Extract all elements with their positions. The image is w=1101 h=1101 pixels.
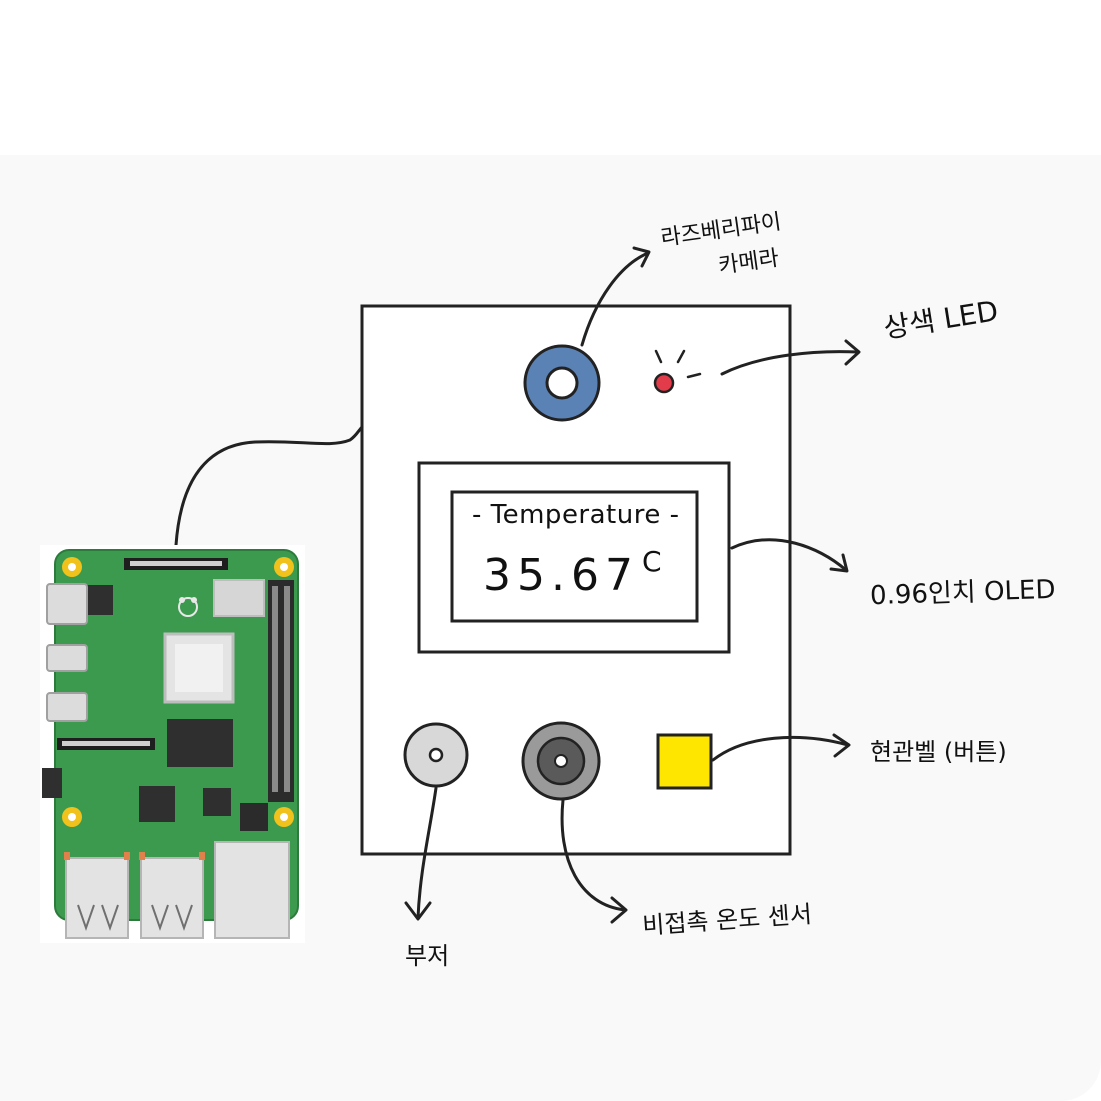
ribbon-cable [174, 425, 364, 547]
camera-icon [523, 344, 601, 422]
temp-sensor-icon [521, 721, 601, 801]
led-arrow [720, 350, 860, 376]
doorbell-button-icon [656, 733, 713, 790]
button-label: 현관벨 (버튼) [870, 738, 1007, 766]
temp-sensor-arrowhead [610, 896, 628, 924]
oled-temperature-value: 35.67 [483, 550, 639, 601]
oled-label: 0.96인치 OLED [869, 574, 1056, 612]
camera-arrowhead [632, 246, 651, 268]
oled-arrow [730, 538, 848, 572]
temp-sensor-arrow [560, 798, 627, 912]
camera-arrow [580, 251, 650, 347]
raspberry-pi-board [40, 545, 305, 943]
led-arrowhead [844, 339, 861, 366]
buzzer-arrowhead [404, 901, 432, 921]
led-icon [653, 349, 702, 394]
buzzer-icon [403, 722, 469, 788]
buzzer-arrow [416, 786, 438, 920]
oled-temperature-unit: C [642, 545, 662, 578]
button-arrow [711, 735, 850, 762]
button-arrowhead [832, 733, 851, 758]
oled-title: - Temperature - [472, 500, 680, 530]
buzzer-label: 부저 [405, 942, 450, 970]
oled-arrowhead [829, 553, 849, 573]
oled-screen [450, 490, 699, 623]
